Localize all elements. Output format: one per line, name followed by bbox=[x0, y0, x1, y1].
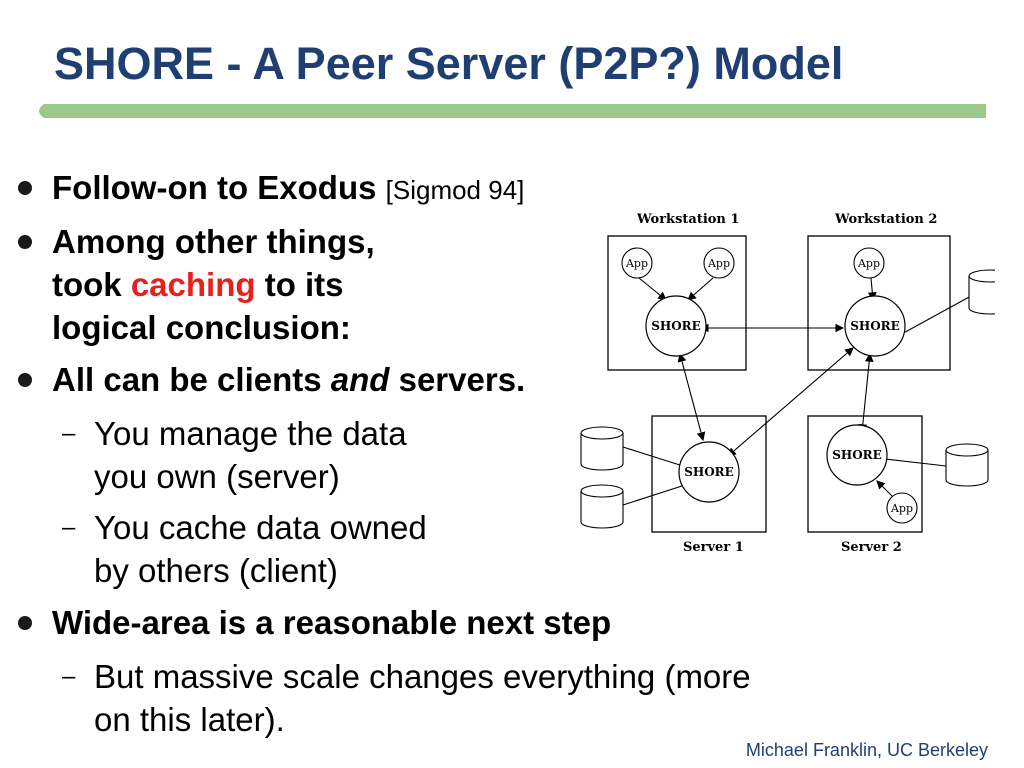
sub-item-manage-data: – You manage the data you own (server) bbox=[62, 412, 407, 498]
workstation-2-label: Workstation 2 bbox=[834, 212, 937, 227]
server-2-label: Server 2 bbox=[841, 540, 902, 555]
caching-highlight: caching bbox=[130, 266, 256, 303]
database-icon bbox=[580, 426, 624, 471]
workstation-1-label: Workstation 1 bbox=[636, 212, 739, 227]
server-1-label: Server 1 bbox=[683, 540, 744, 555]
svg-text:SHORE: SHORE bbox=[850, 319, 900, 333]
footer-credit: Michael Franklin, UC Berkeley bbox=[745, 740, 988, 760]
sub-item-cache-data: – You cache data owned by others (client… bbox=[62, 506, 427, 592]
slide-title: SHORE - A Peer Server (P2P?) Model bbox=[54, 38, 844, 89]
database-icon bbox=[580, 484, 624, 529]
bullet-item-clients-servers: All can be clients and servers. bbox=[18, 358, 525, 401]
shore-node-server-1: SHORE bbox=[678, 441, 740, 503]
workstation-1-box bbox=[607, 235, 747, 371]
bullet-dot bbox=[18, 616, 32, 630]
app-node-ws2: App bbox=[853, 247, 885, 279]
svg-text:App: App bbox=[707, 257, 730, 270]
bullet-dot bbox=[18, 181, 32, 195]
database-icon bbox=[968, 269, 995, 315]
app-node-ws1-right: App bbox=[703, 247, 735, 279]
sub-item-massive-scale: – But massive scale changes everything (… bbox=[62, 655, 751, 741]
svg-text:App: App bbox=[857, 257, 880, 270]
shore-node-workstation-1: SHORE bbox=[645, 295, 707, 357]
bullet-item-exodus: Follow-on to Exodus [Sigmod 94] bbox=[18, 166, 525, 212]
shore-node-server-2: SHORE bbox=[826, 424, 888, 486]
bullet-dot bbox=[18, 235, 32, 249]
sub-marker: – bbox=[62, 663, 76, 690]
bullet-item-wide-area: Wide-area is a reasonable next step bbox=[18, 601, 611, 644]
title-underline-bar bbox=[39, 104, 986, 118]
bullet-dot bbox=[18, 373, 32, 387]
svg-text:SHORE: SHORE bbox=[832, 448, 882, 462]
svg-text:SHORE: SHORE bbox=[651, 319, 701, 333]
workstation-2-box bbox=[807, 235, 951, 371]
app-node-ws1-left: App bbox=[621, 247, 653, 279]
shore-architecture-diagram: Workstation 1 Workstation 2 Server 1 Ser… bbox=[580, 212, 995, 555]
server-1-box bbox=[651, 415, 767, 533]
app-node-server-2: App bbox=[886, 492, 918, 524]
sub-marker: – bbox=[62, 420, 76, 447]
citation: [Sigmod 94] bbox=[385, 175, 525, 205]
svg-text:SHORE: SHORE bbox=[684, 465, 734, 479]
svg-text:App: App bbox=[890, 502, 913, 515]
sub-marker: – bbox=[62, 514, 76, 541]
database-icon bbox=[945, 443, 989, 487]
svg-text:App: App bbox=[625, 257, 648, 270]
bullet-item-caching: Among other things, took caching to its … bbox=[18, 220, 375, 349]
shore-node-workstation-2: SHORE bbox=[844, 295, 906, 357]
